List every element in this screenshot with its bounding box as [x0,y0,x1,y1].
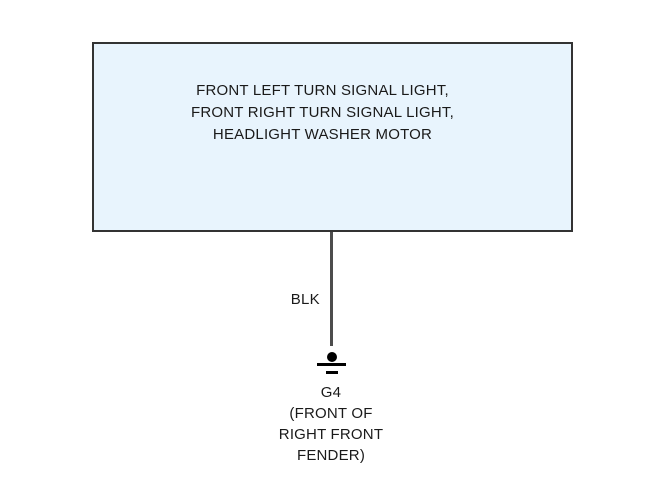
ground-wire [330,232,333,346]
ground-location-line: RIGHT FRONT [278,426,384,443]
ground-bar-long [317,363,346,366]
ground-location-line: (FRONT OF [289,405,373,422]
ground-id: G4 [320,384,342,401]
component-box-label-line: FRONT LEFT TURN SIGNAL LIGHT, [196,82,449,99]
ground-bar-short [326,371,338,374]
component-box-label-line: HEADLIGHT WASHER MOTOR [212,126,433,143]
ground-icon [317,352,346,375]
ground-location-line: FENDER) [296,447,366,464]
component-box-label-line: FRONT RIGHT TURN SIGNAL LIGHT, [191,104,454,121]
component-box-label: FRONT LEFT TURN SIGNAL LIGHT, FRONT RIGH… [94,80,551,146]
ground-label: G4 (FRONT OF RIGHT FRONT FENDER) [231,382,431,466]
ground-dot [327,352,337,362]
wire-color-label: BLK [290,291,320,308]
component-box: FRONT LEFT TURN SIGNAL LIGHT, FRONT RIGH… [92,42,573,232]
